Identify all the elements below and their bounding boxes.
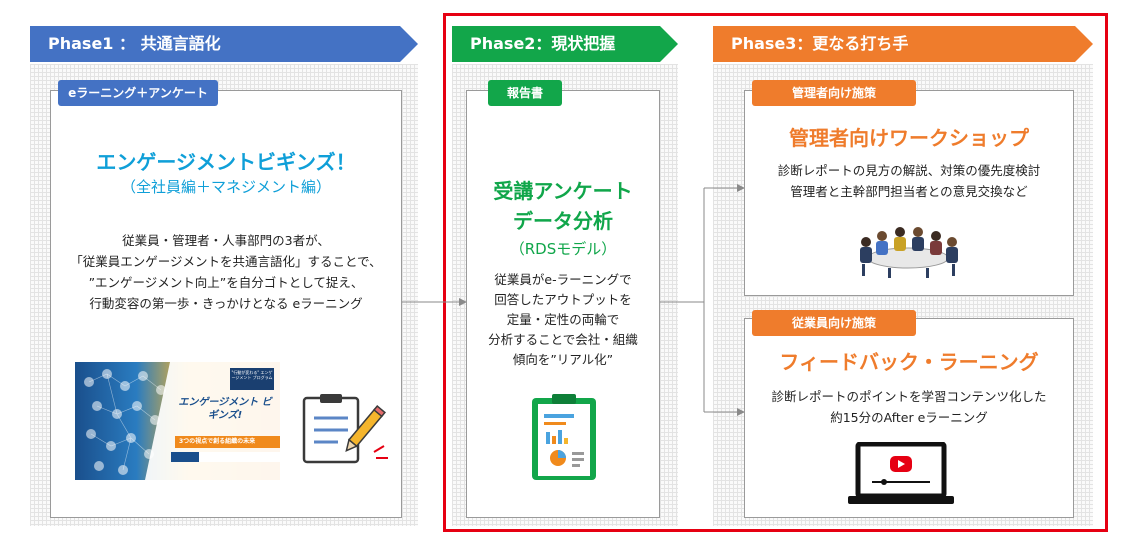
phase1-header: Phase1 ： 共通言語化 — [30, 26, 418, 62]
phase1-description-line: ”エンゲージメント向上”を自分ゴトとして捉え、 — [88, 275, 364, 290]
clipboard-pencil-icon — [302, 394, 388, 464]
phase2-description-line: 従業員がe-ラーニングで — [494, 272, 632, 287]
phase1-description: 従業員・管理者・人事部門の3者が、 「従業員エンゲージメントを共通言語化」するこ… — [50, 230, 402, 314]
employee-tag: 従業員向け施策 — [752, 310, 916, 336]
phase2-title-line: 受講アンケート — [493, 179, 633, 203]
phase2-tag: 報告書 — [488, 80, 562, 106]
phase3-header: Phase3：更なる打ち手 — [713, 26, 1093, 62]
phase2-3-highlight-frame — [443, 13, 1108, 532]
manager-description: 診断レポートの見方の解説、対策の優先度検討 管理者と主幹部門担当者との意見交換な… — [744, 160, 1074, 202]
phase2-description-line: 傾向を”リアル化” — [512, 352, 614, 367]
employee-title: フィードバック・ラーニング — [779, 350, 1039, 374]
phase1-title: エンゲージメントビギンズ！ — [96, 150, 356, 174]
laptop-video-icon — [848, 442, 954, 504]
manager-tag: 管理者向け施策 — [752, 80, 916, 106]
phase2-description-line: 回答したアウトプットを — [494, 292, 632, 307]
phase1-description-line: 行動変容の第一歩・きっかけとなる eラーニング — [89, 296, 363, 311]
phase2-description-line: 定量・定性の両輪で — [506, 312, 620, 327]
meeting-icon — [860, 227, 958, 278]
employee-description-line: 診断レポートのポイントを学習コンテンツ化した — [771, 389, 1047, 404]
phase1-tag: eラーニング＋アンケート — [58, 80, 218, 106]
employee-description: 診断レポートのポイントを学習コンテンツ化した 約15分のAfter eラーニング — [744, 386, 1074, 428]
report-clipboard-icon — [532, 394, 596, 480]
manager-description-line: 診断レポートの見方の解説、対策の優先度検討 — [777, 163, 1041, 178]
banner-badge: "行動が変わる" エンゲージメント プログラム — [230, 368, 274, 390]
phase2-title: 受講アンケート データ分析 — [466, 176, 660, 236]
phase1-description-line: 従業員・管理者・人事部門の3者が、 — [122, 233, 330, 248]
manager-description-line: 管理者と主幹部門担当者との意見交換など — [790, 184, 1028, 199]
banner-title: エンゲージメント ビギンズ! — [178, 397, 272, 421]
phase2-description-line: 分析することで会社・組織 — [488, 332, 638, 347]
elearning-banner-image: "行動が変わる" エンゲージメント プログラム エンゲージメント ビギンズ! 3… — [75, 362, 280, 480]
phase1-description-line: 「従業員エンゲージメントを共通言語化」することで、 — [70, 254, 382, 269]
phase2-header: Phase2：現状把握 — [452, 26, 678, 62]
phase2-subtitle: （RDSモデル） — [509, 240, 617, 258]
phase1-subtitle: （全社員編＋マネジメント編） — [120, 178, 331, 196]
banner-strip: 3つの視点で創る組織の未来 — [179, 438, 256, 445]
phase2-description: 従業員がe-ラーニングで 回答したアウトプットを 定量・定性の両輪で 分析するこ… — [466, 270, 660, 370]
phase2-title-line: データ分析 — [513, 209, 613, 233]
employee-description-line: 約15分のAfter eラーニング — [830, 410, 988, 425]
manager-title: 管理者向けワークショップ — [789, 126, 1029, 150]
